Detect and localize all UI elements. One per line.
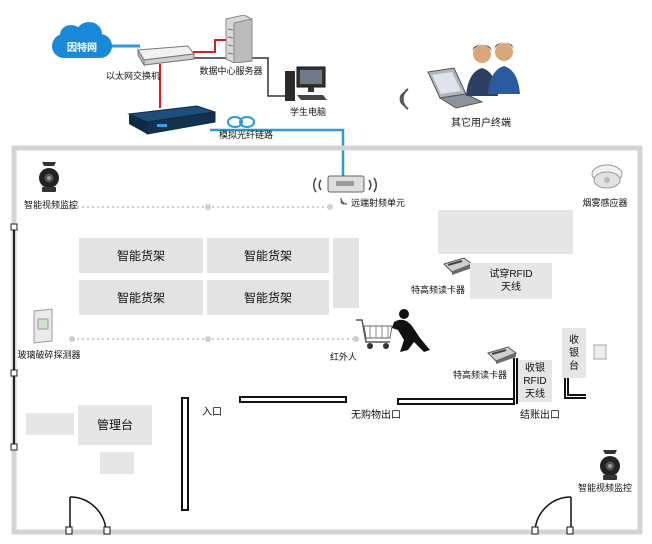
smart-shelf-3: 智能货架: [79, 280, 203, 315]
right-door-swing: [534, 496, 572, 533]
entrance-label: 入口: [202, 407, 222, 418]
management-desk: 管理台: [78, 405, 152, 445]
checkout-rfid-line-2: RFID: [523, 375, 547, 387]
cashier-desk-char-2: 银: [569, 347, 579, 359]
fiber-router-icon: [127, 105, 216, 135]
fitting-rfid-antenna: 试穿RFID 天线: [470, 263, 552, 299]
smoke-sensor-icon: [591, 164, 623, 189]
smart-shelf-1: 智能货架: [79, 238, 203, 273]
fitting-room-block: [438, 210, 573, 254]
smart-shelf-4: 智能货架: [207, 280, 329, 315]
wireless-signal-icon: [399, 88, 409, 110]
camera-icon: [39, 162, 59, 192]
side-shelf: [333, 238, 359, 308]
cash-register-icon: [593, 344, 607, 360]
cashier-desk-char-1: 收: [569, 334, 579, 346]
camera-label-bottom: 智能视频监控: [577, 483, 633, 493]
fitting-rfid-antenna-line-1: 试穿RFID: [489, 269, 533, 280]
ethernet-switch-label: 以太网交换机: [105, 71, 161, 81]
other-terminals-label: 其它用户终端: [451, 118, 511, 129]
checkout-barrier-left: [397, 398, 515, 405]
shopper-with-cart-icon: [356, 309, 430, 352]
desktop-pc-icon: [285, 66, 327, 101]
remote-rf-unit-icon: [313, 175, 377, 193]
switch-icon: [137, 45, 195, 67]
checkout-rfid-line-3: 天线: [525, 388, 545, 400]
uhf-reader-icon-2: [487, 346, 518, 364]
checkout-rfid-line-1: 收银: [525, 362, 545, 374]
student-pc-label: 学生电脑: [289, 107, 327, 117]
glass-break-detector-label: 玻璃破碎探测器: [17, 350, 81, 360]
fiber-link-label: 模拟光纤链路: [218, 130, 274, 140]
fiber-coil-icon: [227, 116, 255, 128]
cashier-desk-char-3: 台: [569, 360, 579, 372]
fiber-link-cable: [210, 128, 345, 178]
laptop-users-icon: [427, 42, 520, 109]
cashier-desk: 收银台: [562, 328, 586, 378]
glass-break-detector-icon: [33, 308, 53, 344]
no-purchase-exit-label: 无购物出口: [351, 410, 401, 421]
infrared-label: 红外人: [330, 352, 358, 362]
uhf-reader-label-2: 特高频读卡器: [452, 370, 508, 380]
entrance-barrier: [181, 397, 189, 511]
management-desk-side: [26, 413, 74, 435]
remote-rf-unit-label: 远端射频单元: [351, 198, 406, 208]
camera-label-top: 智能视频监控: [23, 200, 79, 210]
uhf-reader-label-1: 特高频读卡器: [410, 285, 466, 295]
no-purchase-barrier: [239, 396, 347, 403]
datacenter-server-label: 数据中心服务器: [199, 66, 263, 76]
smart-shelf-2: 智能货架: [207, 238, 329, 273]
rf-small-signal-icon: [340, 197, 348, 205]
server-icon: [225, 15, 253, 63]
server-cable: [193, 39, 230, 53]
smoke-sensor-label: 烟雾感应器: [582, 198, 628, 208]
internet-cloud: 因特网: [52, 22, 112, 58]
checkout-exit-label: 结账出口: [520, 410, 560, 421]
left-door-swing: [69, 496, 107, 533]
student-pc-cable: [193, 57, 285, 97]
camera-icon: [600, 450, 620, 480]
fitting-rfid-antenna-line-2: 天线: [501, 282, 521, 293]
management-chair: [100, 452, 134, 474]
